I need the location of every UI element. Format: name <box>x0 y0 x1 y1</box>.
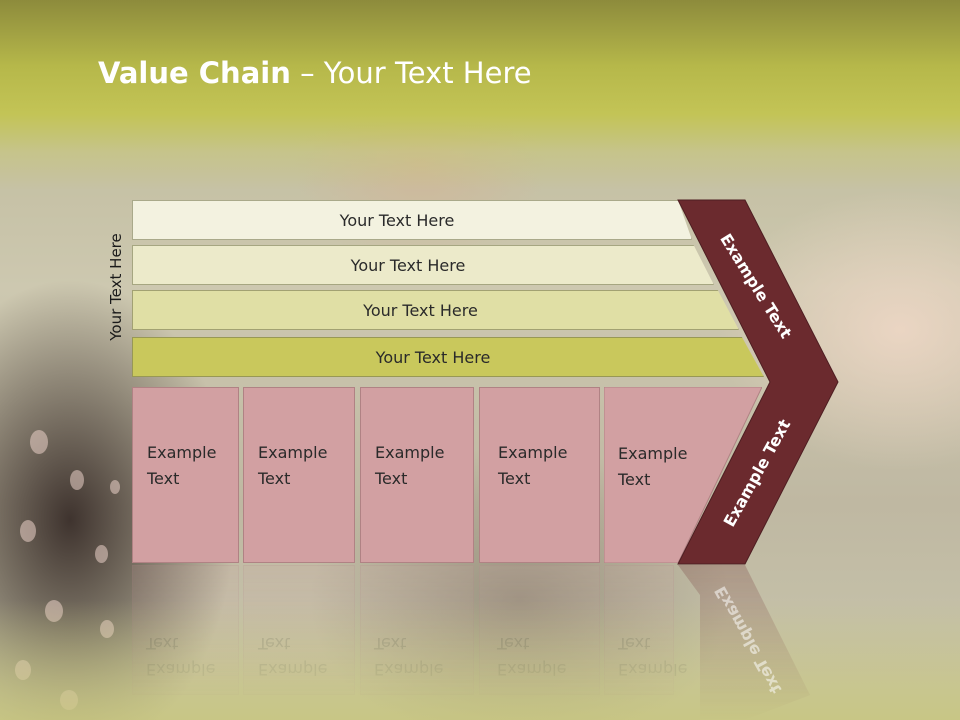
column-text-line: Example <box>147 443 217 462</box>
slide-title[interactable]: Value Chain – Your Text Here <box>98 56 532 90</box>
column-text-line: Example <box>618 444 687 463</box>
title-bold: Value Chain <box>98 56 291 90</box>
column-text-line: Text <box>375 469 408 488</box>
header-band <box>0 0 960 190</box>
primary-activity-5[interactable]: Example Text <box>604 387 762 563</box>
column-text-line: Example <box>498 443 568 462</box>
column-text-line: Text <box>498 469 531 488</box>
support-band-1[interactable]: Your Text Here <box>132 200 692 240</box>
column-text-line: Text <box>617 470 650 489</box>
column-text-line: Text <box>147 469 180 488</box>
support-band-2[interactable]: Your Text Here <box>132 245 714 285</box>
column-text-line: Example <box>258 443 328 462</box>
support-band-4[interactable]: Your Text Here <box>132 337 764 377</box>
column-text-line: Example <box>375 443 445 462</box>
support-band-3[interactable]: Your Text Here <box>132 290 739 330</box>
title-rest: – Your Text Here <box>290 56 532 90</box>
column-text-line: Text <box>258 469 291 488</box>
